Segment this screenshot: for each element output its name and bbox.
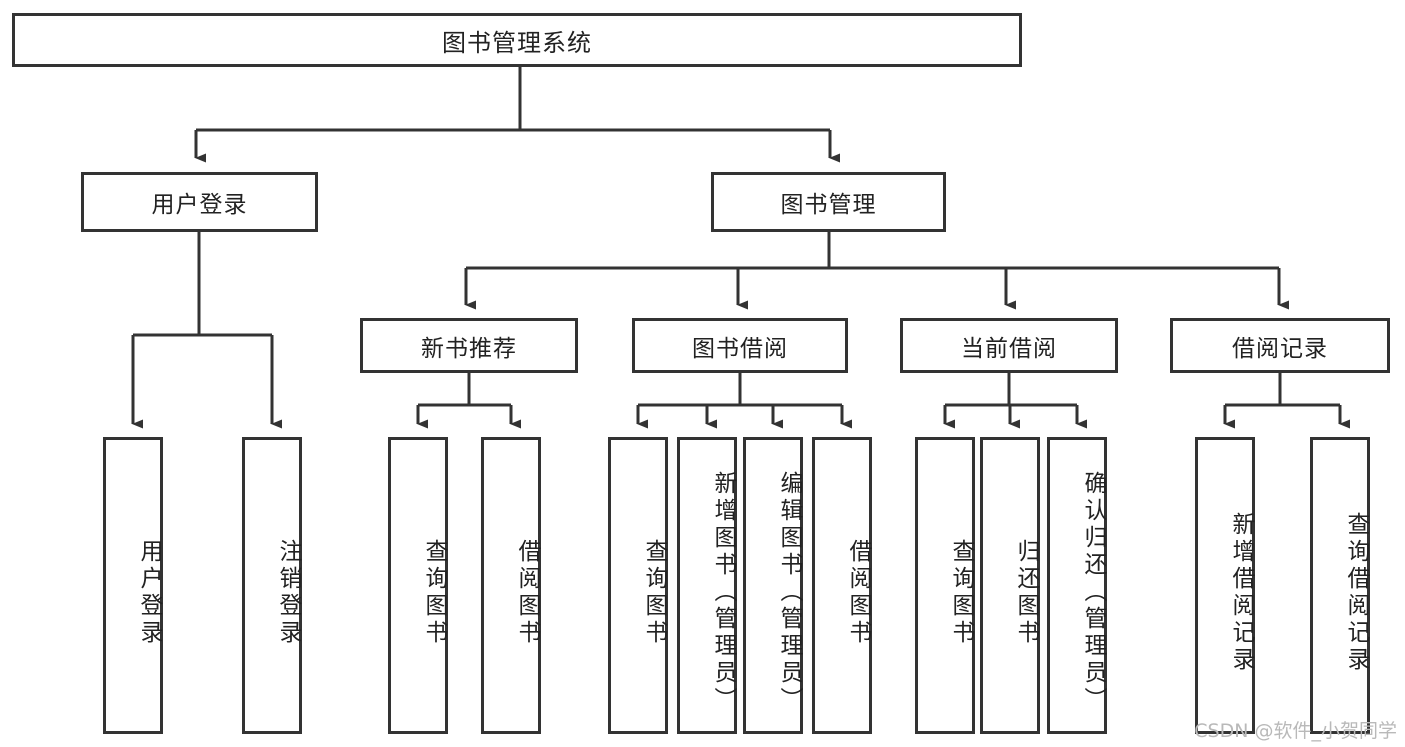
node-leaf-borrow-book-1[interactable]: 借阅图书 [481,437,541,734]
node-leaf-confirm-return[interactable]: 确认归还（管理员） [1047,437,1107,734]
node-root[interactable]: 图书管理系统 [12,13,1022,67]
csdn-watermark: CSDN @软件_小贺同学 [1194,720,1397,742]
node-book-borrow[interactable]: 图书借阅 [632,318,848,373]
node-leaf-borrow-book-2[interactable]: 借阅图书 [812,437,872,734]
node-borrow-records[interactable]: 借阅记录 [1170,318,1390,373]
node-leaf-query-record[interactable]: 查询借阅记录 [1310,437,1370,734]
node-new-book-recommend[interactable]: 新书推荐 [360,318,578,373]
node-current-borrow[interactable]: 当前借阅 [900,318,1118,373]
node-leaf-return-book[interactable]: 归还图书 [980,437,1040,734]
node-leaf-query-book-1[interactable]: 查询图书 [388,437,448,734]
node-leaf-user-login[interactable]: 用户登录 [103,437,163,734]
node-leaf-query-book-2[interactable]: 查询图书 [608,437,668,734]
node-leaf-edit-book[interactable]: 编辑图书（管理员） [743,437,803,734]
node-user-login[interactable]: 用户登录 [81,172,318,232]
node-leaf-query-book-3[interactable]: 查询图书 [915,437,975,734]
node-book-manage[interactable]: 图书管理 [711,172,946,232]
node-leaf-logout[interactable]: 注销登录 [242,437,302,734]
node-leaf-add-book[interactable]: 新增图书（管理员） [677,437,737,734]
node-leaf-add-record[interactable]: 新增借阅记录 [1195,437,1255,734]
